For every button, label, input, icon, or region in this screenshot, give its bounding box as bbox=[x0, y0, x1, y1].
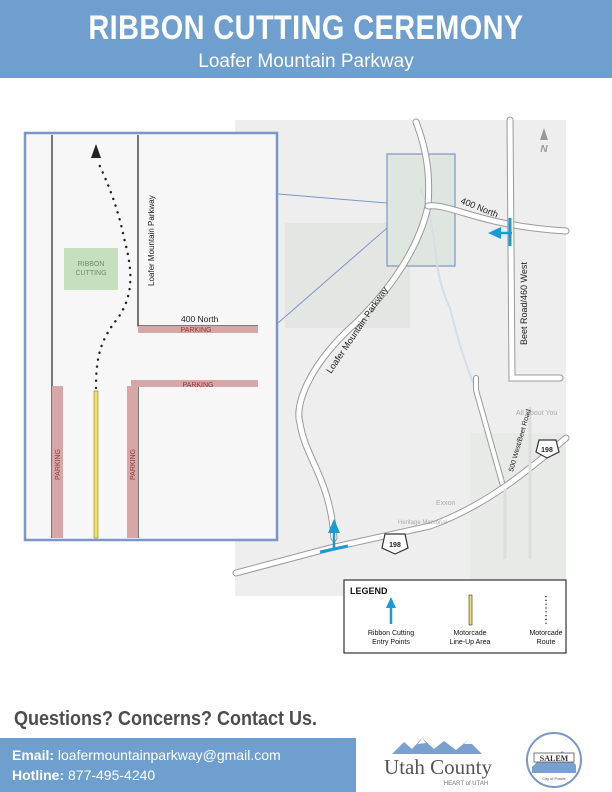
north-label: N bbox=[540, 144, 548, 155]
road-parkway bbox=[296, 119, 432, 541]
shield-198-right-label: 198 bbox=[541, 447, 553, 454]
snowcap-icon bbox=[418, 738, 472, 744]
salem-banner bbox=[533, 752, 575, 763]
page-title: RIBBON CUTTING CEREMONY bbox=[88, 9, 524, 47]
legend-title: LEGEND bbox=[350, 586, 388, 596]
legend-item-1-line1: Ribbon Cutting bbox=[368, 630, 414, 637]
road-500w bbox=[474, 376, 505, 488]
entry-arrow-south bbox=[319, 519, 349, 554]
label-parking-upper: PARKING bbox=[181, 327, 212, 334]
map-area: 400 North Loafer Mountain Parkway Beet R… bbox=[0, 78, 612, 698]
page-subtitle: Loafer Mountain Parkway bbox=[198, 51, 414, 72]
salem-logo: SALEM City of Power bbox=[526, 732, 582, 788]
road-400n bbox=[425, 203, 569, 234]
email-label: Email: bbox=[12, 747, 55, 763]
shield-198-left-icon bbox=[381, 533, 409, 555]
entry-bar-south bbox=[319, 544, 349, 554]
entry-arrow-icon bbox=[386, 597, 396, 608]
road-beet bbox=[507, 117, 563, 381]
parking-strip-right bbox=[127, 386, 138, 538]
lineup-bar-icon bbox=[468, 594, 473, 626]
motorcade-route bbox=[94, 158, 132, 390]
mountain-logo-icon bbox=[392, 738, 482, 754]
parking-strip-left bbox=[52, 386, 63, 538]
contact-heading: Questions? Concerns? Contact Us. bbox=[14, 708, 318, 730]
salem-text: SALEM bbox=[540, 754, 569, 763]
utah-county-tagline: HEART of UTAH bbox=[444, 781, 488, 787]
hotline-label: Hotline: bbox=[12, 767, 65, 783]
label-400n-inset: 400 North bbox=[181, 314, 219, 324]
legend-box: LEGEND Ribbon Cutting Entry Points Motor… bbox=[343, 579, 567, 654]
label-parkway-inset: Loafer Mountain Parkway bbox=[147, 195, 156, 286]
legend-item-2-line2: Line-Up Area bbox=[450, 639, 491, 646]
email-link[interactable]: loafermountainparkway@gmail.com bbox=[57, 747, 281, 763]
contact-email-row: Email: loafermountainparkway@gmail.com bbox=[12, 747, 281, 763]
header-banner: RIBBON CUTTING CEREMONY Loafer Mountain … bbox=[0, 0, 612, 78]
inset-connector-bottom bbox=[277, 227, 388, 324]
utah-county-text: Utah County bbox=[384, 755, 492, 779]
inset-frame bbox=[23, 131, 279, 542]
entry-arrow-south-icon bbox=[328, 519, 340, 533]
shield-198-left-label: 198 bbox=[389, 542, 401, 549]
map-block-area bbox=[470, 433, 566, 596]
label-bg-allabout: All About You bbox=[516, 410, 557, 417]
north-arrow-shape bbox=[540, 128, 548, 140]
legend-frame bbox=[343, 579, 567, 654]
label-beet-main: Beet Road/460 West bbox=[519, 262, 529, 345]
route-arrowhead-icon bbox=[91, 144, 101, 158]
parking-strip-lower bbox=[131, 380, 258, 387]
legend-item-2-line1: Motorcade bbox=[453, 630, 486, 637]
north-arrow-icon: N bbox=[540, 128, 548, 155]
ribbon-label-2: CUTTING bbox=[75, 270, 106, 277]
inset-map: RIBBON CUTTING Loafer Mountain Parkway 4… bbox=[23, 131, 279, 542]
shield-198-left: 198 bbox=[381, 533, 409, 555]
lineup-area bbox=[93, 390, 99, 539]
entry-arrow-north bbox=[488, 218, 512, 246]
map-svg: 400 North Loafer Mountain Parkway Beet R… bbox=[23, 116, 570, 654]
contact-hotline-row: Hotline: 877-495-4240 bbox=[12, 767, 155, 783]
legend-item-1-line2: Entry Points bbox=[372, 639, 410, 646]
legend-item-3-line1: Motorcade bbox=[529, 630, 562, 637]
label-parking-lower: PARKING bbox=[183, 382, 214, 389]
shield-198-right: 198 bbox=[535, 439, 560, 459]
ribbon-label-1: RIBBON bbox=[78, 261, 105, 268]
contact-box: Email: loafermountainparkway@gmail.com H… bbox=[0, 738, 356, 792]
label-parking-left: PARKING bbox=[55, 449, 62, 480]
label-bg-exxon: Exxon bbox=[436, 500, 456, 507]
utah-county-logo: Utah County HEART of UTAH bbox=[384, 738, 492, 787]
salem-subtext: City of Power bbox=[542, 776, 566, 781]
ribbon-cutting-box bbox=[64, 248, 118, 290]
hotline-number[interactable]: 877-495-4240 bbox=[68, 767, 156, 783]
entry-arrow-north-icon bbox=[488, 227, 501, 239]
label-parking-right: PARKING bbox=[130, 449, 137, 480]
label-bg-heritage: Heritage Memorial bbox=[398, 520, 447, 526]
creek-line bbox=[419, 187, 481, 399]
inset-connector-top bbox=[277, 193, 388, 204]
shield-198-right-icon bbox=[535, 439, 560, 459]
legend-item-3-line2: Route bbox=[537, 639, 556, 646]
parking-strip-upper bbox=[138, 326, 258, 333]
